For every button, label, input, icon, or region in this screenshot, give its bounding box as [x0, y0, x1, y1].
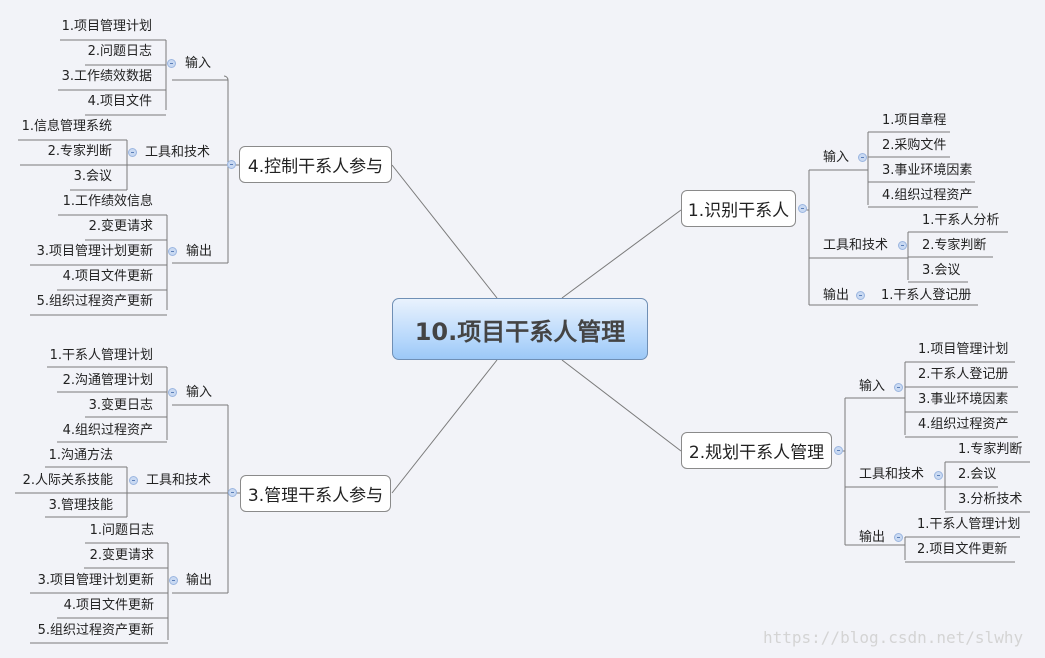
plan-tool-item: 1.专家判断 — [958, 442, 1023, 457]
identify-input-item: 3.事业环境因素 — [882, 163, 973, 178]
manage-input-item: 2.沟通管理计划 — [62, 373, 153, 388]
control-input-item: 4.项目文件 — [87, 94, 152, 109]
control-outputs-label: 输出 — [186, 244, 213, 259]
manage-input-item: 3.变更日志 — [88, 398, 153, 413]
manage-input-item: 4.组织过程资产 — [62, 423, 153, 438]
manage-output-item: 2.变更请求 — [89, 548, 154, 563]
plan-input-item: 3.事业环境因素 — [918, 392, 1009, 407]
plan-input-item: 2.干系人登记册 — [918, 367, 1009, 382]
control-output-item: 4.项目文件更新 — [62, 269, 153, 284]
collapse-toggle-icon[interactable] — [228, 488, 237, 497]
control-output-item: 3.项目管理计划更新 — [36, 244, 153, 259]
plan-inputs-label: 输入 — [859, 379, 886, 394]
collapse-toggle-icon[interactable] — [858, 153, 867, 162]
identify-input-item: 1.项目章程 — [882, 113, 947, 128]
collapse-toggle-icon[interactable] — [894, 383, 903, 392]
collapse-toggle-icon[interactable] — [834, 446, 843, 455]
control-input-item: 3.工作绩效数据 — [61, 69, 152, 84]
identify-tool-item: 2.专家判断 — [922, 238, 987, 253]
collapse-toggle-icon[interactable] — [168, 247, 177, 256]
manage-input-item: 1.干系人管理计划 — [49, 348, 153, 363]
collapse-toggle-icon[interactable] — [934, 471, 943, 480]
identify-tool-item: 3.会议 — [922, 263, 961, 278]
control-tools-label: 工具和技术 — [145, 145, 211, 160]
manage-output-item: 1.问题日志 — [89, 523, 154, 538]
plan-tool-item: 2.会议 — [958, 467, 997, 482]
control-output-item: 1.工作绩效信息 — [62, 194, 153, 209]
identify-input-item: 4.组织过程资产 — [882, 188, 973, 203]
branch-label: 4.控制干系人参与 — [247, 157, 384, 177]
collapse-toggle-icon[interactable] — [128, 148, 137, 157]
plan-input-item: 4.组织过程资产 — [918, 417, 1009, 432]
identify-inputs-label: 输入 — [823, 150, 850, 165]
plan-output-item: 2.项目文件更新 — [917, 542, 1008, 557]
collapse-toggle-icon[interactable] — [798, 204, 807, 213]
watermark: https://blog.csdn.net/slwhy — [763, 628, 1024, 647]
manage-tool-item: 3.管理技能 — [48, 498, 113, 513]
collapse-toggle-icon[interactable] — [169, 576, 178, 585]
collapse-toggle-icon[interactable] — [129, 476, 138, 485]
manage-inputs-label: 输入 — [186, 385, 213, 400]
identify-tools-label: 工具和技术 — [823, 238, 889, 253]
plan-tools-label: 工具和技术 — [859, 467, 925, 482]
manage-output-item: 5.组织过程资产更新 — [37, 623, 154, 638]
control-output-item: 2.变更请求 — [88, 219, 153, 234]
manage-outputs-label: 输出 — [186, 573, 213, 588]
control-tool-item: 1.信息管理系统 — [21, 119, 112, 134]
identify-input-item: 2.采购文件 — [882, 138, 947, 153]
branch-plan-stakeholder-management[interactable]: 2.规划干系人管理 — [681, 432, 832, 469]
branch-label: 3.管理干系人参与 — [247, 486, 384, 506]
central-topic-label: 10.项目干系人管理 — [414, 317, 626, 346]
control-input-item: 2.问题日志 — [87, 44, 152, 59]
control-tool-item: 2.专家判断 — [47, 144, 112, 159]
control-inputs-label: 输入 — [185, 56, 212, 71]
branch-label: 1.识别干系人 — [687, 201, 790, 221]
plan-input-item: 1.项目管理计划 — [918, 342, 1009, 357]
manage-output-item: 4.项目文件更新 — [63, 598, 154, 613]
collapse-toggle-icon[interactable] — [898, 241, 907, 250]
central-topic[interactable]: 10.项目干系人管理 — [392, 298, 648, 360]
manage-tool-item: 2.人际关系技能 — [22, 473, 113, 488]
collapse-toggle-icon[interactable] — [168, 388, 177, 397]
identify-output-item: 1.干系人登记册 — [881, 288, 972, 303]
manage-tools-label: 工具和技术 — [146, 473, 212, 488]
branch-manage-stakeholder-engagement[interactable]: 3.管理干系人参与 — [240, 475, 391, 512]
identify-outputs-label: 输出 — [823, 288, 850, 303]
plan-outputs-label: 输出 — [859, 530, 886, 545]
control-tool-item: 3.会议 — [73, 169, 112, 184]
identify-tool-item: 1.干系人分析 — [922, 213, 1000, 228]
branch-control-stakeholder-engagement[interactable]: 4.控制干系人参与 — [239, 146, 392, 183]
plan-output-item: 1.干系人管理计划 — [917, 517, 1021, 532]
manage-output-item: 3.项目管理计划更新 — [37, 573, 154, 588]
branch-label: 2.规划干系人管理 — [688, 443, 825, 463]
collapse-toggle-icon[interactable] — [856, 291, 865, 300]
collapse-toggle-icon[interactable] — [894, 533, 903, 542]
control-input-item: 1.项目管理计划 — [61, 19, 152, 34]
plan-tool-item: 3.分析技术 — [958, 492, 1023, 507]
manage-tool-item: 1.沟通方法 — [48, 448, 113, 463]
control-output-item: 5.组织过程资产更新 — [36, 294, 153, 309]
collapse-toggle-icon[interactable] — [227, 160, 236, 169]
collapse-toggle-icon[interactable] — [167, 59, 176, 68]
branch-identify-stakeholders[interactable]: 1.识别干系人 — [681, 190, 796, 227]
